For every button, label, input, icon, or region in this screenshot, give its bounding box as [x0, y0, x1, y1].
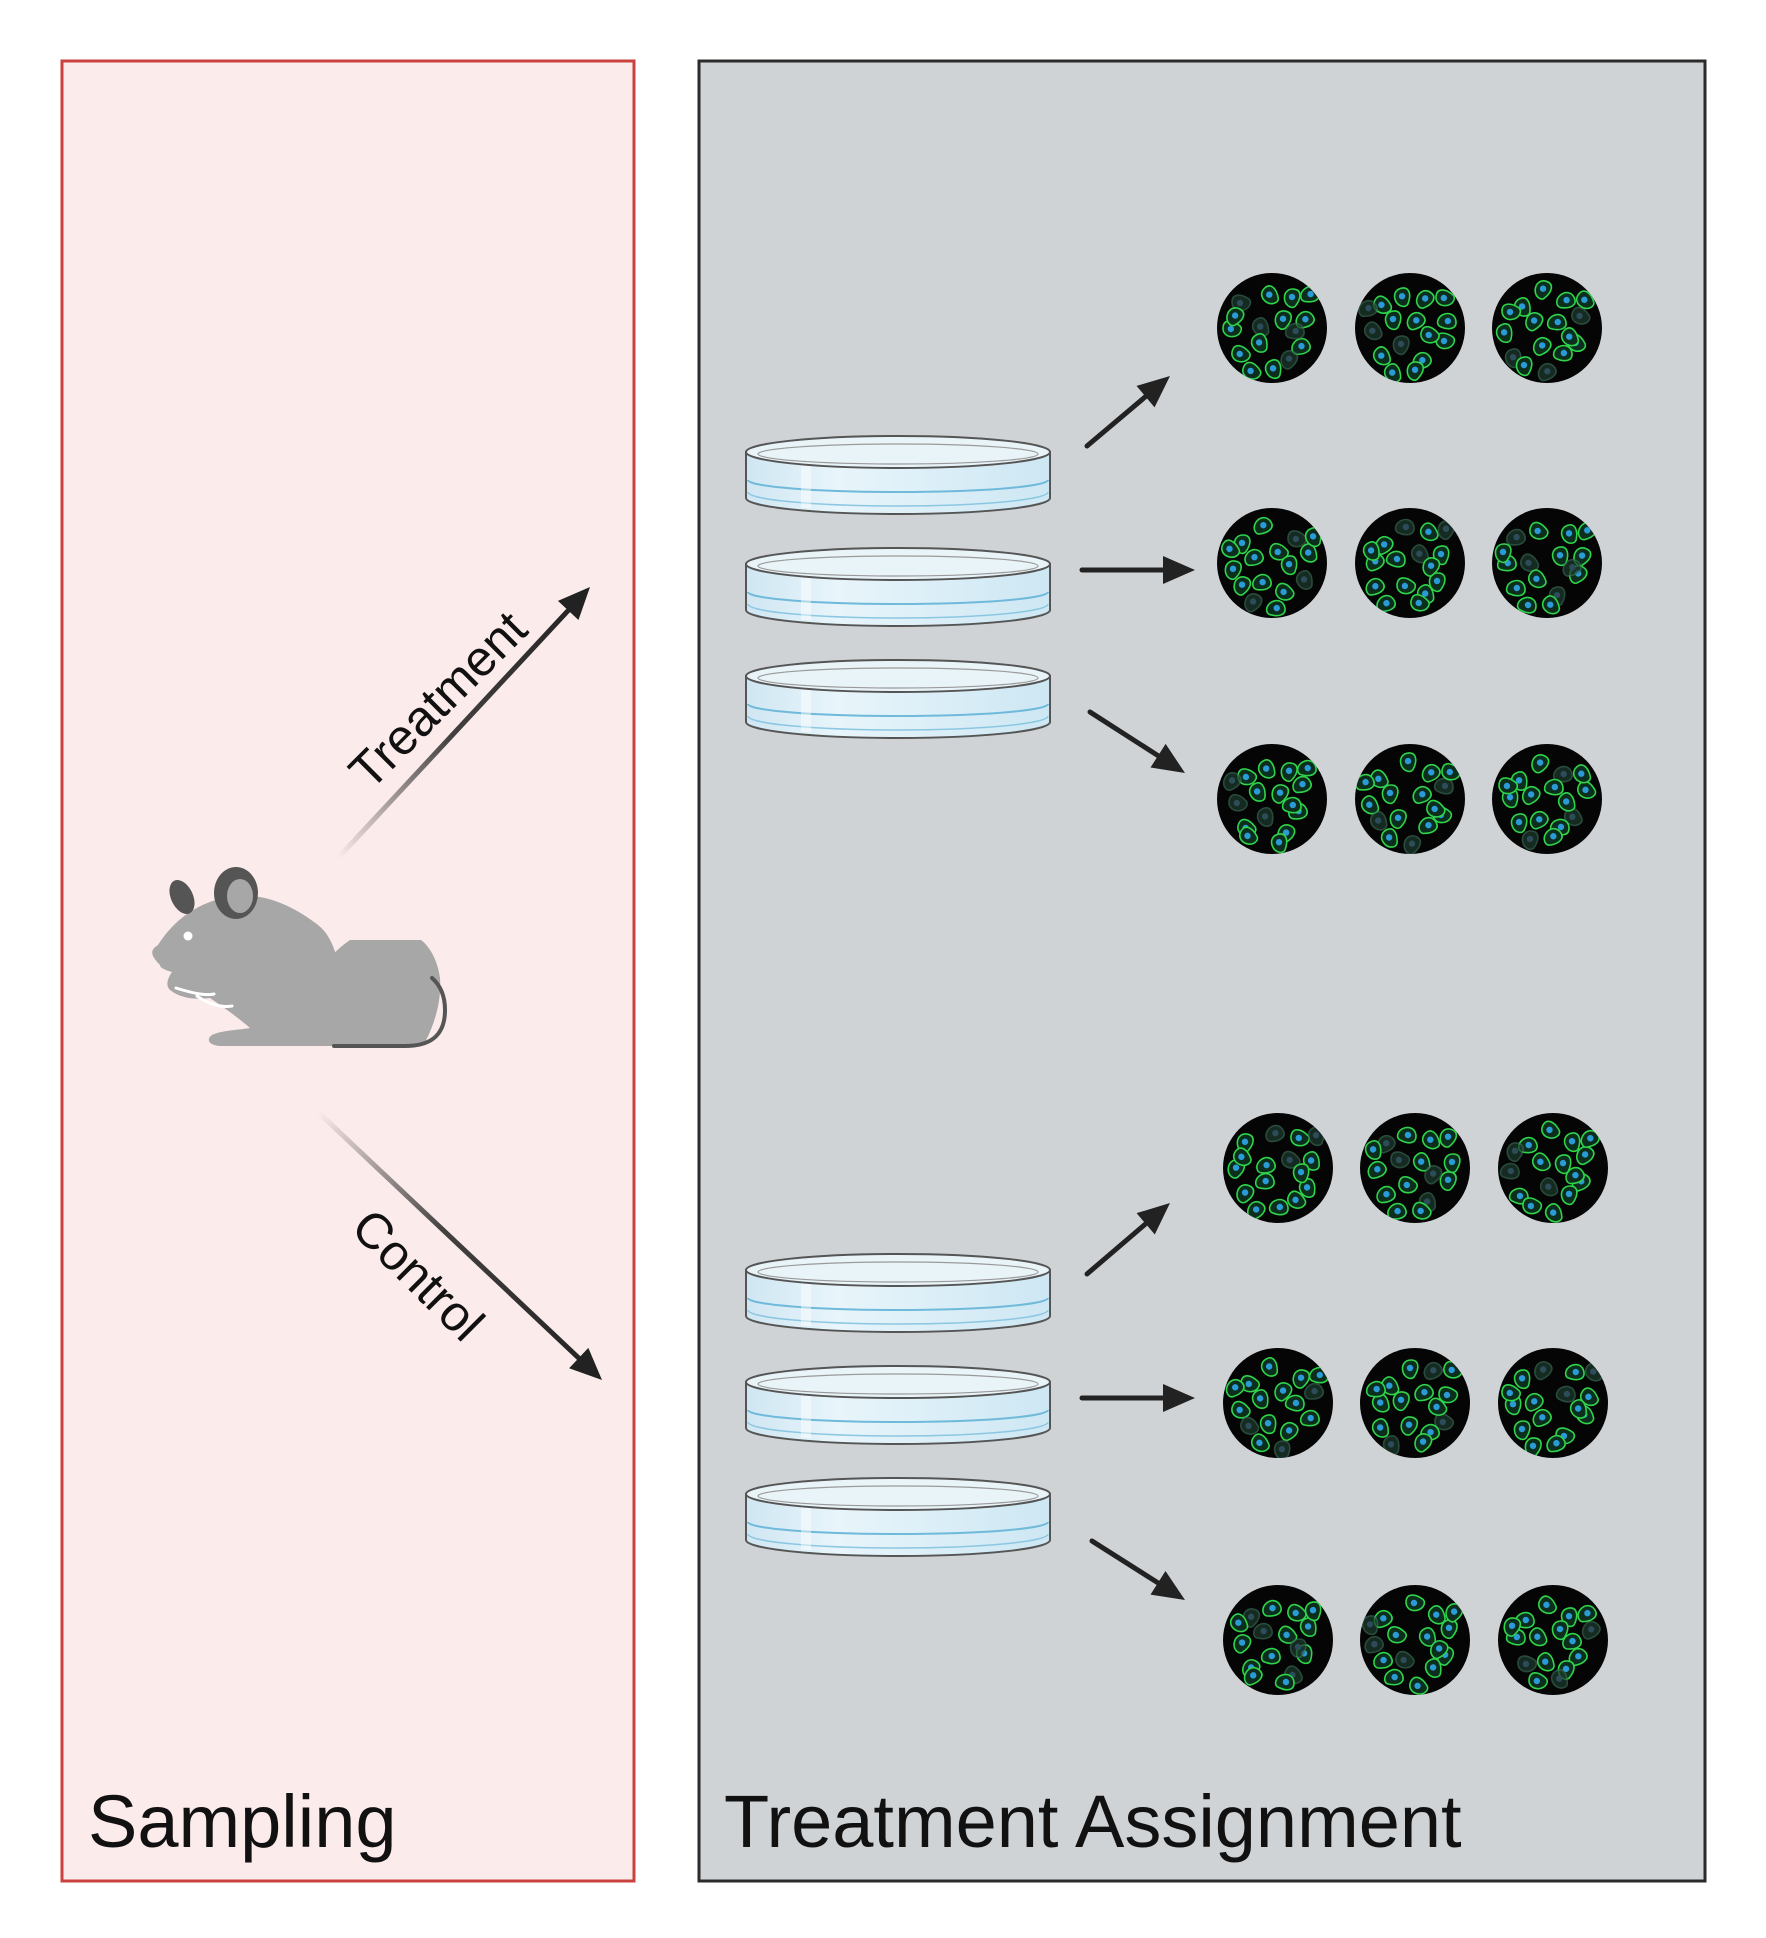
- microscopy-well-icon: [1492, 508, 1602, 618]
- petri-dish-icon: [745, 435, 1051, 515]
- treatment-arrow: [335, 587, 590, 861]
- control-group: [745, 1113, 1608, 1695]
- microscopy-well-icon: [1498, 1113, 1608, 1223]
- microscopy-well-icon: [1355, 508, 1465, 618]
- control-arrow: [315, 1109, 602, 1380]
- sampling-label: Sampling: [88, 1780, 397, 1863]
- petri-dish-icon: [745, 1365, 1051, 1445]
- microscopy-well-icon: [1355, 273, 1465, 383]
- plating-arrow: [1079, 556, 1195, 584]
- plating-arrow: [1084, 1203, 1170, 1277]
- microscopy-well-icon: [1360, 1585, 1470, 1695]
- petri-dish-icon: [745, 1477, 1051, 1557]
- plating-arrow: [1087, 709, 1185, 773]
- microscopy-well-icon: [1360, 1113, 1470, 1223]
- microscopy-well-icon: [1223, 1348, 1333, 1458]
- microscopy-well-icon: [1223, 1113, 1333, 1223]
- mouse-icon: [152, 867, 448, 1048]
- microscopy-well-icon: [1360, 1348, 1470, 1458]
- microscopy-well-icon: [1223, 1585, 1333, 1695]
- microscopy-well-icon: [1355, 744, 1465, 854]
- plating-arrow: [1079, 1384, 1195, 1412]
- plating-arrow: [1084, 376, 1170, 449]
- petri-dish-icon: [745, 547, 1051, 627]
- plating-arrow: [1089, 1538, 1185, 1600]
- microscopy-well-icon: [1498, 1585, 1608, 1695]
- treatment-assignment-label: Treatment Assignment: [724, 1780, 1462, 1863]
- treatment-group: [745, 273, 1602, 854]
- microscopy-well-icon: [1492, 273, 1602, 383]
- microscopy-well-icon: [1217, 273, 1327, 383]
- petri-dish-icon: [745, 659, 1051, 739]
- microscopy-well-icon: [1217, 508, 1327, 618]
- petri-dish-icon: [745, 1253, 1051, 1333]
- microscopy-well-icon: [1217, 744, 1327, 854]
- microscopy-well-icon: [1498, 1348, 1608, 1458]
- microscopy-well-icon: [1492, 744, 1602, 854]
